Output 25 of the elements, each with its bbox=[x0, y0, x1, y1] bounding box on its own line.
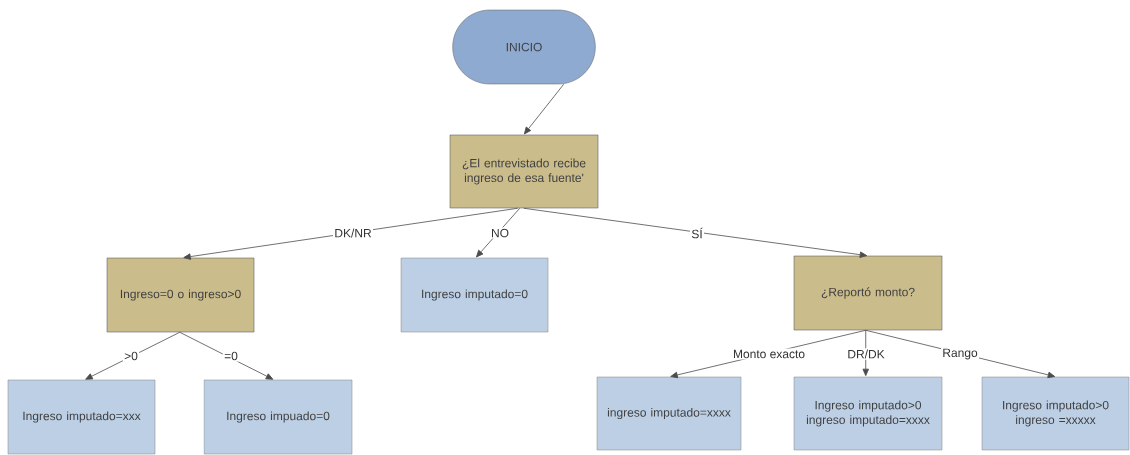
arrow bbox=[523, 207, 868, 258]
decision-box: ¿El entrevistado recibe ingreso de esa fuente' bbox=[449, 134, 599, 209]
edge-label: SÍ bbox=[690, 226, 704, 240]
arrow bbox=[476, 207, 521, 258]
result-box: ingreso imputado=xxxx bbox=[596, 376, 742, 451]
edge-label: Monto exacto bbox=[731, 348, 807, 360]
result-box: Ingreso imputado>0 ingreso imputado=xxxx bbox=[793, 376, 943, 451]
edge-label: DR/DK bbox=[846, 348, 886, 360]
result-box: Ingreso imputado=0 bbox=[400, 257, 549, 333]
arrow bbox=[524, 83, 565, 135]
result-box: Ingreso imputado=xxx bbox=[7, 379, 156, 455]
result-box: Ingreso imputado>0 ingreso =xxxxx bbox=[981, 376, 1130, 451]
edge-label: >0 bbox=[122, 350, 140, 362]
arrow bbox=[862, 329, 869, 377]
arrow bbox=[179, 331, 274, 380]
arrow bbox=[183, 207, 519, 260]
edge-label: NO bbox=[489, 227, 511, 239]
decision-box: Ingreso=0 o ingreso>0 bbox=[106, 257, 255, 333]
start-terminal: INICIO bbox=[452, 9, 596, 85]
decision-box: ¿Reportó monto? bbox=[793, 255, 943, 331]
edge-label: DK/NR bbox=[333, 227, 373, 239]
arrow bbox=[85, 331, 181, 380]
edge-label: =0 bbox=[222, 350, 240, 362]
result-box: Ingreso impuado=0 bbox=[203, 379, 353, 455]
edge-label: Rango bbox=[941, 347, 979, 361]
